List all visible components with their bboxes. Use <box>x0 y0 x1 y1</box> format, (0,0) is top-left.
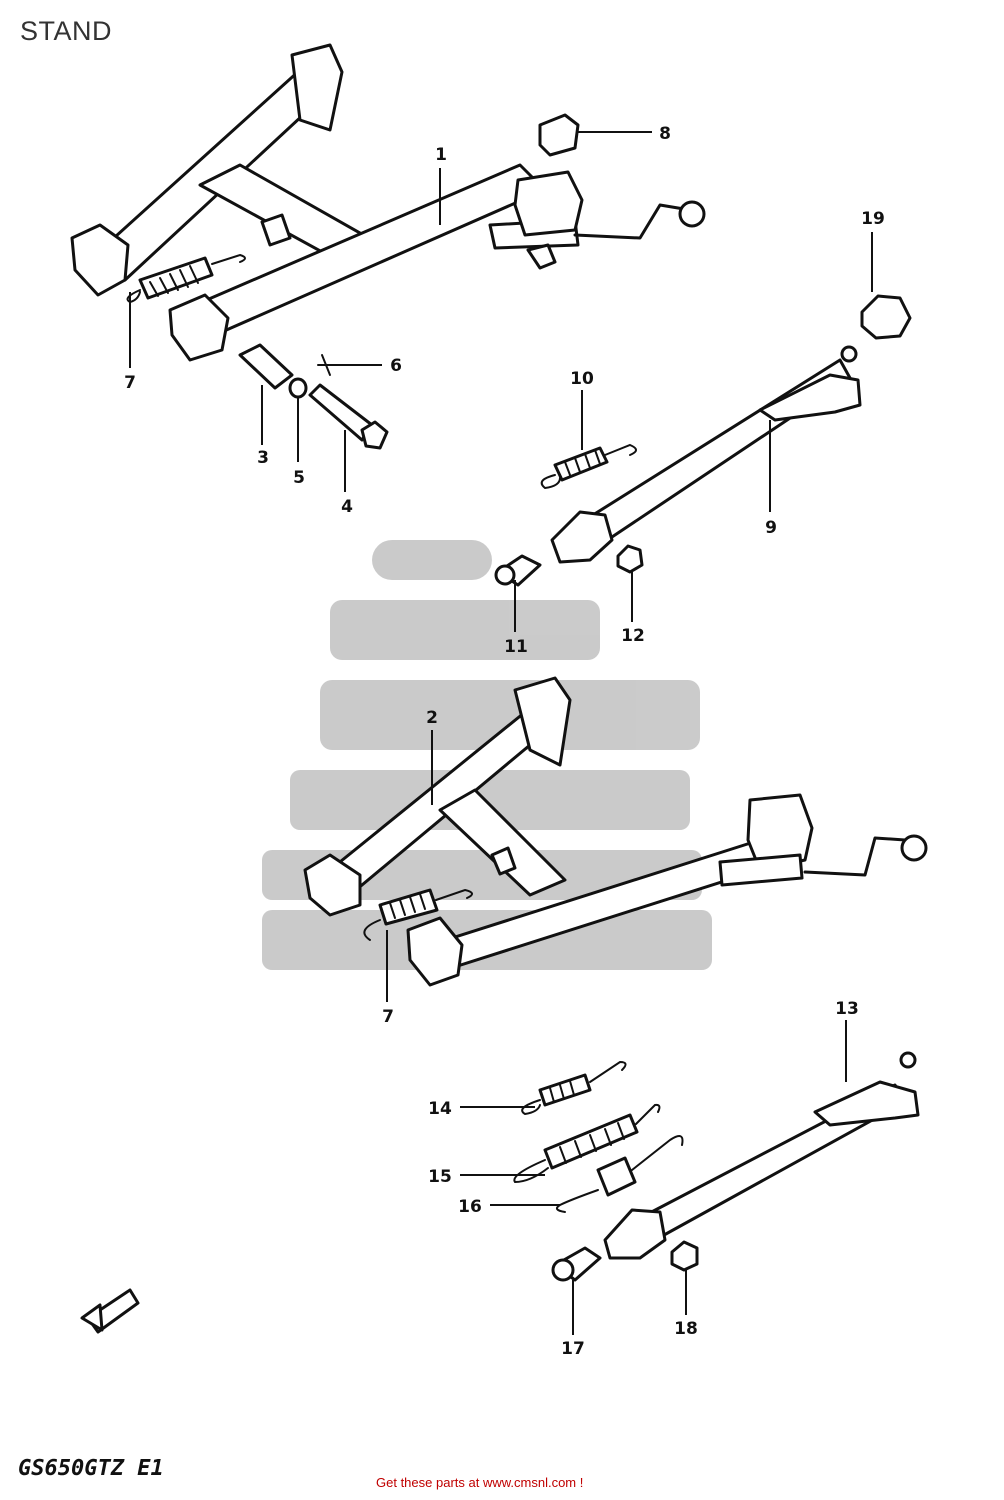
diagram-title: STAND <box>20 16 113 46</box>
callout-6: 6 <box>390 356 402 376</box>
nut-part-18[interactable] <box>670 1240 699 1272</box>
spring-part-15[interactable] <box>513 1103 661 1184</box>
leader-lines <box>129 131 873 1335</box>
callout-9: 9 <box>765 518 777 538</box>
center-stand-part-1[interactable] <box>70 43 706 362</box>
spring-part-7-bottom[interactable] <box>363 888 473 941</box>
callout-19: 19 <box>861 209 885 229</box>
buffer-part-19[interactable] <box>860 294 912 340</box>
collar-part-3[interactable] <box>238 343 294 390</box>
callout-3: 3 <box>257 448 269 468</box>
washer-part-5[interactable] <box>288 377 308 399</box>
bolt-part-11[interactable] <box>494 554 542 587</box>
spring-part-14[interactable] <box>521 1060 627 1116</box>
front-arrow-icon <box>80 1288 140 1334</box>
side-stand-part-9[interactable] <box>550 345 862 564</box>
center-stand-part-2[interactable] <box>303 676 928 987</box>
callout-7-bottom: 7 <box>382 1007 394 1027</box>
callout-11: 11 <box>504 637 528 657</box>
spring-part-16[interactable] <box>555 1135 684 1213</box>
callout-13: 13 <box>835 999 859 1019</box>
callout-14: 14 <box>428 1099 452 1119</box>
callout-2: 2 <box>426 708 438 728</box>
callout-1: 1 <box>435 145 447 165</box>
callout-5: 5 <box>293 468 305 488</box>
bolt-part-4[interactable] <box>308 383 389 450</box>
buffer-part-8[interactable] <box>538 113 580 157</box>
model-code: GS650GTZ E1 <box>18 1456 164 1481</box>
callout-7-top: 7 <box>124 373 136 393</box>
callout-8: 8 <box>659 124 671 144</box>
callout-17: 17 <box>561 1339 585 1359</box>
pin-part-6[interactable] <box>317 354 335 376</box>
side-stand-part-13[interactable] <box>603 1051 920 1260</box>
callout-15: 15 <box>428 1167 452 1187</box>
bolt-part-17[interactable] <box>551 1246 602 1282</box>
nut-part-12[interactable] <box>616 544 644 574</box>
spring-part-10[interactable] <box>540 443 637 490</box>
callout-12: 12 <box>621 626 645 646</box>
callout-16: 16 <box>458 1197 482 1217</box>
callout-10: 10 <box>570 369 594 389</box>
spring-part-7-top[interactable] <box>126 253 246 304</box>
callout-18: 18 <box>674 1319 698 1339</box>
callout-4: 4 <box>341 497 353 517</box>
footer-link[interactable]: Get these parts at www.cmsnl.com ! <box>376 1475 584 1490</box>
